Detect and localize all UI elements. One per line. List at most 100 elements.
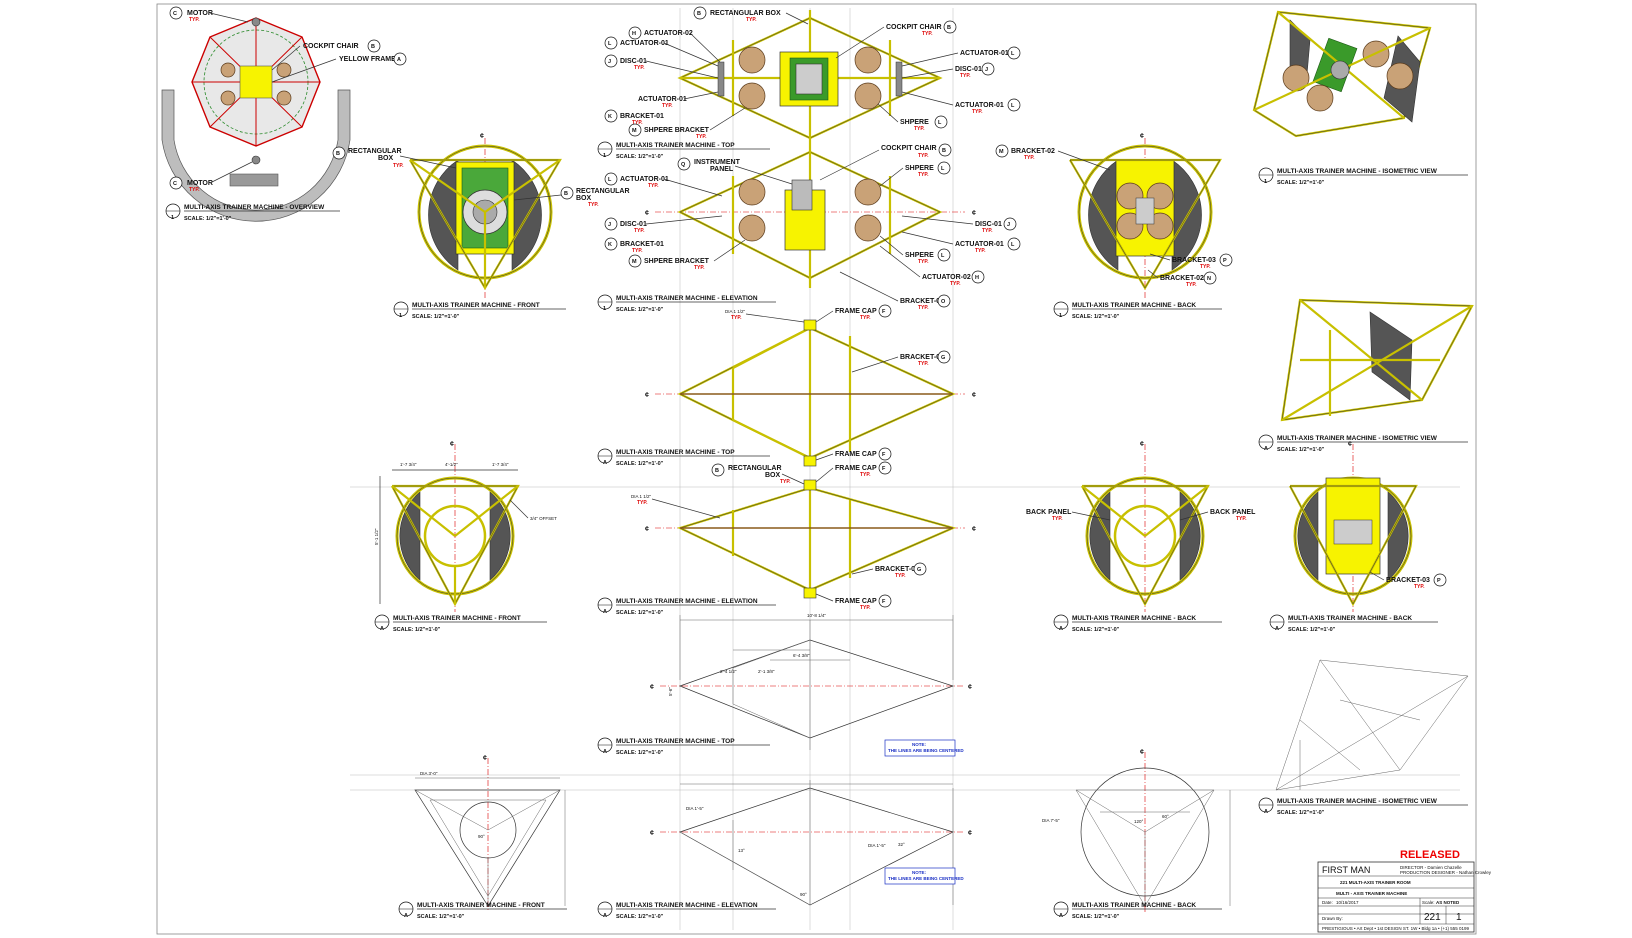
svg-text:1: 1 (171, 215, 174, 221)
svg-text:B: B (942, 148, 946, 154)
svg-text:A: A (603, 913, 607, 919)
svg-text:A: A (1059, 626, 1063, 632)
svg-text:DISC-01: DISC-01 (620, 221, 647, 228)
svg-text:PRESTIGIOUS • Art Dept • 1st D: PRESTIGIOUS • Art Dept • 1st DESIGN ST. … (1322, 926, 1469, 931)
svg-text:DIA 1'-5": DIA 1'-5" (868, 843, 886, 848)
svg-text:K: K (608, 114, 612, 120)
svg-text:3/4" OFFSET: 3/4" OFFSET (530, 516, 557, 521)
svg-text:TYP.: TYP. (1024, 155, 1035, 161)
svg-text:SHPERE BRACKET: SHPERE BRACKET (644, 258, 710, 265)
top-view-1-title: 1 MULTI-AXIS TRAINER MACHINE - TOP SCALE… (597, 141, 770, 160)
svg-text:PRODUCTION DESIGNER - Nathan C: PRODUCTION DESIGNER - Nathan Crowley (1400, 870, 1492, 875)
svg-text:TYP.: TYP. (632, 120, 643, 126)
svg-text:MULTI-AXIS TRAINER MACHINE - B: MULTI-AXIS TRAINER MACHINE - BACK (1072, 302, 1196, 309)
svg-text:TYP.: TYP. (662, 103, 673, 109)
svg-text:A: A (1275, 626, 1279, 632)
svg-text:ACTUATOR-01: ACTUATOR-01 (620, 176, 669, 183)
svg-text:¢: ¢ (483, 755, 487, 762)
svg-text:L: L (1011, 242, 1015, 248)
svg-text:1: 1 (603, 153, 606, 159)
svg-text:¢: ¢ (645, 526, 649, 533)
svg-text:B: B (697, 11, 701, 17)
svg-text:DIA 3'-0": DIA 3'-0" (420, 771, 438, 776)
svg-text:SCALE: 1/2"=1'-0": SCALE: 1/2"=1'-0" (417, 914, 465, 920)
elevation-view-dim: ¢ ¢ (650, 780, 972, 906)
svg-text:2'-4 1/2": 2'-4 1/2" (720, 669, 737, 674)
svg-text:BRACKET-03: BRACKET-03 (1172, 257, 1216, 264)
label-cockpit-chair: COCKPIT CHAIR (303, 43, 359, 50)
svg-text:SCALE: 1/2"=1'-0": SCALE: 1/2"=1'-0" (1072, 914, 1120, 920)
svg-text:A: A (1059, 913, 1063, 919)
svg-text:13°: 13° (738, 848, 745, 853)
svg-text:TYP.: TYP. (746, 17, 757, 23)
svg-text:¢: ¢ (450, 441, 454, 448)
svg-text:5'-1 1/2": 5'-1 1/2" (374, 528, 379, 545)
label-motor: MOTOR (187, 10, 213, 17)
svg-text:TYP.: TYP. (1200, 264, 1211, 270)
back-view-a: ¢ (1081, 441, 1210, 612)
svg-text:THE LINES ARE BEING CENTERED: THE LINES ARE BEING CENTERED (888, 876, 964, 881)
svg-text:1'-7 3/4": 1'-7 3/4" (400, 462, 417, 467)
title-overview: MULTI-AXIS TRAINER MACHINE - OVERVIEW (184, 204, 325, 211)
svg-text:¢: ¢ (650, 684, 654, 691)
svg-text:Scale:: Scale: (1422, 900, 1435, 905)
svg-text:SCALE: 1/2"=1'-0": SCALE: 1/2"=1'-0" (616, 461, 664, 467)
svg-text:TYP.: TYP. (972, 109, 983, 115)
svg-text:SCALE: 1/2"=1'-0": SCALE: 1/2"=1'-0" (616, 610, 664, 616)
svg-text:TYP.: TYP. (918, 259, 929, 265)
svg-text:SHPERE: SHPERE (905, 252, 934, 259)
svg-text:MULTI-AXIS TRAINER MACHINE - T: MULTI-AXIS TRAINER MACHINE - TOP (616, 738, 735, 745)
svg-text:TYP.: TYP. (634, 228, 645, 234)
svg-text:TYP.: TYP. (895, 573, 906, 579)
svg-text:B: B (715, 468, 719, 474)
svg-text:B: B (564, 191, 568, 197)
svg-text:¢: ¢ (968, 684, 972, 691)
svg-text:A: A (397, 57, 401, 63)
svg-text:J: J (608, 59, 611, 65)
svg-text:32°: 32° (898, 842, 905, 847)
front-view-1-labels: B RECTANGULAR BOX TYP. B RECTANGULAR BOX… (332, 146, 630, 208)
svg-text:1: 1 (603, 306, 606, 312)
svg-text:L: L (941, 253, 945, 259)
svg-text:DIA 1 1/2": DIA 1 1/2" (631, 494, 652, 499)
back-view-1-labels: M BRACKET-02 TYP. BRACKET-03 P TYP. BRAC… (995, 144, 1233, 288)
isometric-view-1-title: 1 MULTI-AXIS TRAINER MACHINE - ISOMETRIC… (1258, 167, 1468, 186)
back-view-1: ¢ (1069, 133, 1222, 300)
svg-text:BOX: BOX (765, 472, 781, 479)
svg-text:SCALE: 1/2"=1'-0": SCALE: 1/2"=1'-0" (1072, 314, 1120, 320)
svg-text:DIRECTOR - Damien Chazelle: DIRECTOR - Damien Chazelle (1400, 865, 1462, 870)
sheet-border (156, 3, 1477, 935)
svg-text:J: J (608, 222, 611, 228)
svg-text:TYP.: TYP. (634, 65, 645, 71)
svg-text:TYP.: TYP. (393, 163, 404, 169)
svg-text:SCALE: 1/2"=1'-0": SCALE: 1/2"=1'-0" (1288, 627, 1336, 633)
back-view-circle: ¢ (1075, 749, 1231, 912)
svg-text:1: 1 (399, 313, 402, 319)
svg-text:RECTANGULAR: RECTANGULAR (576, 188, 630, 195)
svg-text:A: A (1264, 446, 1268, 452)
top-view-1 (677, 10, 943, 146)
svg-text:SCALE: 1/2"=1'-0": SCALE: 1/2"=1'-0" (1277, 180, 1325, 186)
svg-text:ACTUATOR-01: ACTUATOR-01 (955, 102, 1004, 109)
svg-text:MULTI-AXIS TRAINER MACHINE - F: MULTI-AXIS TRAINER MACHINE - FRONT (417, 902, 545, 909)
svg-text:BRACKET-01: BRACKET-01 (875, 566, 919, 573)
svg-text:SCALE: 1/2"=1'-0": SCALE: 1/2"=1'-0" (1072, 627, 1120, 633)
svg-text:H: H (632, 31, 636, 37)
front-view-a-labels: 1'-7 3/4" 4'-1/2" 1'-7 3/4" 5'-1 1/2" 3/… (374, 462, 557, 545)
svg-text:BACK PANEL: BACK PANEL (1210, 509, 1256, 516)
svg-text:Date:: Date: (1322, 900, 1333, 905)
svg-text:AS NOTED: AS NOTED (1436, 900, 1460, 905)
top-view-2: ¢ ¢ (645, 319, 976, 467)
svg-text:C: C (173, 181, 177, 187)
svg-text:BACK PANEL: BACK PANEL (1026, 509, 1072, 516)
svg-text:1: 1 (1264, 179, 1267, 185)
svg-text:A: A (404, 913, 408, 919)
isometric-view-wire-title: A MULTI-AXIS TRAINER MACHINE - ISOMETRIC… (1258, 797, 1468, 816)
svg-text:A: A (380, 626, 384, 632)
svg-text:A: A (1264, 809, 1268, 815)
front-view-triangle-title: A MULTI-AXIS TRAINER MACHINE - FRONT SCA… (398, 901, 567, 920)
svg-text:¢: ¢ (972, 526, 976, 533)
svg-text:NOTE:: NOTE: (912, 742, 927, 747)
svg-text:ACTUATOR-02: ACTUATOR-02 (922, 274, 971, 281)
svg-text:¢: ¢ (1348, 441, 1352, 448)
